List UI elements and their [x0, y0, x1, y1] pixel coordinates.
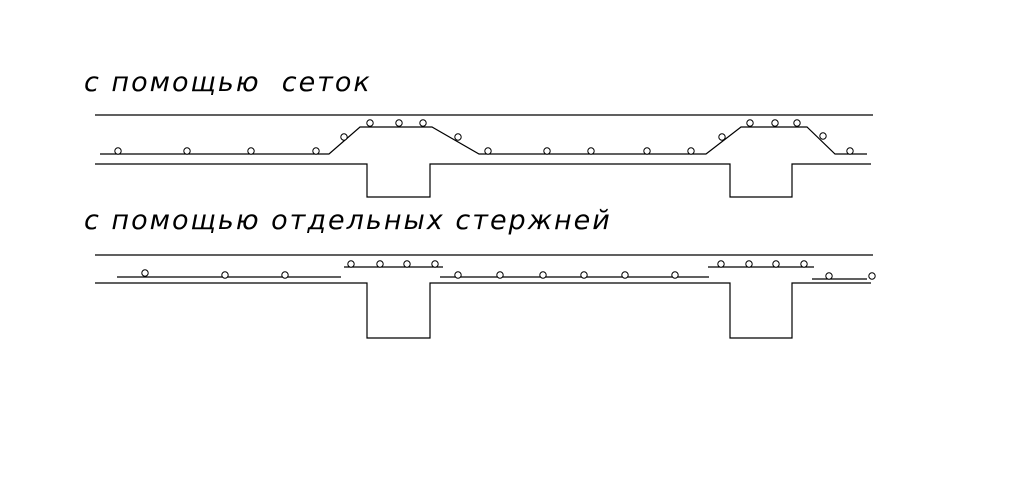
rebar-section [484, 147, 492, 155]
rebar-section [347, 260, 355, 268]
rebar-section [312, 147, 320, 155]
bars-section-title: с помощью отдельных стержней [84, 205, 612, 236]
rebar-section [825, 272, 833, 280]
mesh-reinforcement-line [100, 126, 867, 155]
slab-bottom-edge-with-ribs [95, 282, 871, 339]
rebar-section [717, 260, 725, 268]
rebar-section [621, 271, 629, 279]
rebar-section [771, 119, 779, 127]
rebar-section [431, 260, 439, 268]
rebar-section [772, 260, 780, 268]
bars-section: с помощью отдельных стержней [84, 205, 876, 339]
rebar-section [141, 269, 149, 277]
rebar-section [496, 271, 504, 279]
rebar-section [539, 271, 547, 279]
rebar-section [846, 147, 854, 155]
rebar-section [543, 147, 551, 155]
mesh-rebar-group [114, 119, 854, 155]
rebar-section [800, 260, 808, 268]
rebar-section [247, 147, 255, 155]
rebar-section [281, 271, 289, 279]
bars-rebar-group [141, 260, 876, 280]
rebar-section [454, 133, 462, 141]
rebar-section [746, 119, 754, 127]
rebar-section [366, 119, 374, 127]
rebar-section [793, 119, 801, 127]
mesh-section-title: с помощью сеток [84, 67, 372, 98]
rebar-section [718, 133, 726, 141]
rebar-section [671, 271, 679, 279]
rebar-section [643, 147, 651, 155]
rebar-section [819, 132, 827, 140]
rebar-section [340, 133, 348, 141]
rebar-section [580, 271, 588, 279]
rebar-section [221, 271, 229, 279]
rebar-section [687, 147, 695, 155]
rebar-section [868, 272, 876, 280]
rebar-section [587, 147, 595, 155]
slab-bottom-edge-with-ribs [95, 163, 871, 198]
rebar-section [395, 119, 403, 127]
rebar-section [454, 271, 462, 279]
rebar-section [183, 147, 191, 155]
rebar-section [114, 147, 122, 155]
rebar-section [419, 119, 427, 127]
mesh-section: с помощью сеток [84, 67, 873, 198]
rebar-section [376, 260, 384, 268]
rebar-section [403, 260, 411, 268]
rebar-section [745, 260, 753, 268]
